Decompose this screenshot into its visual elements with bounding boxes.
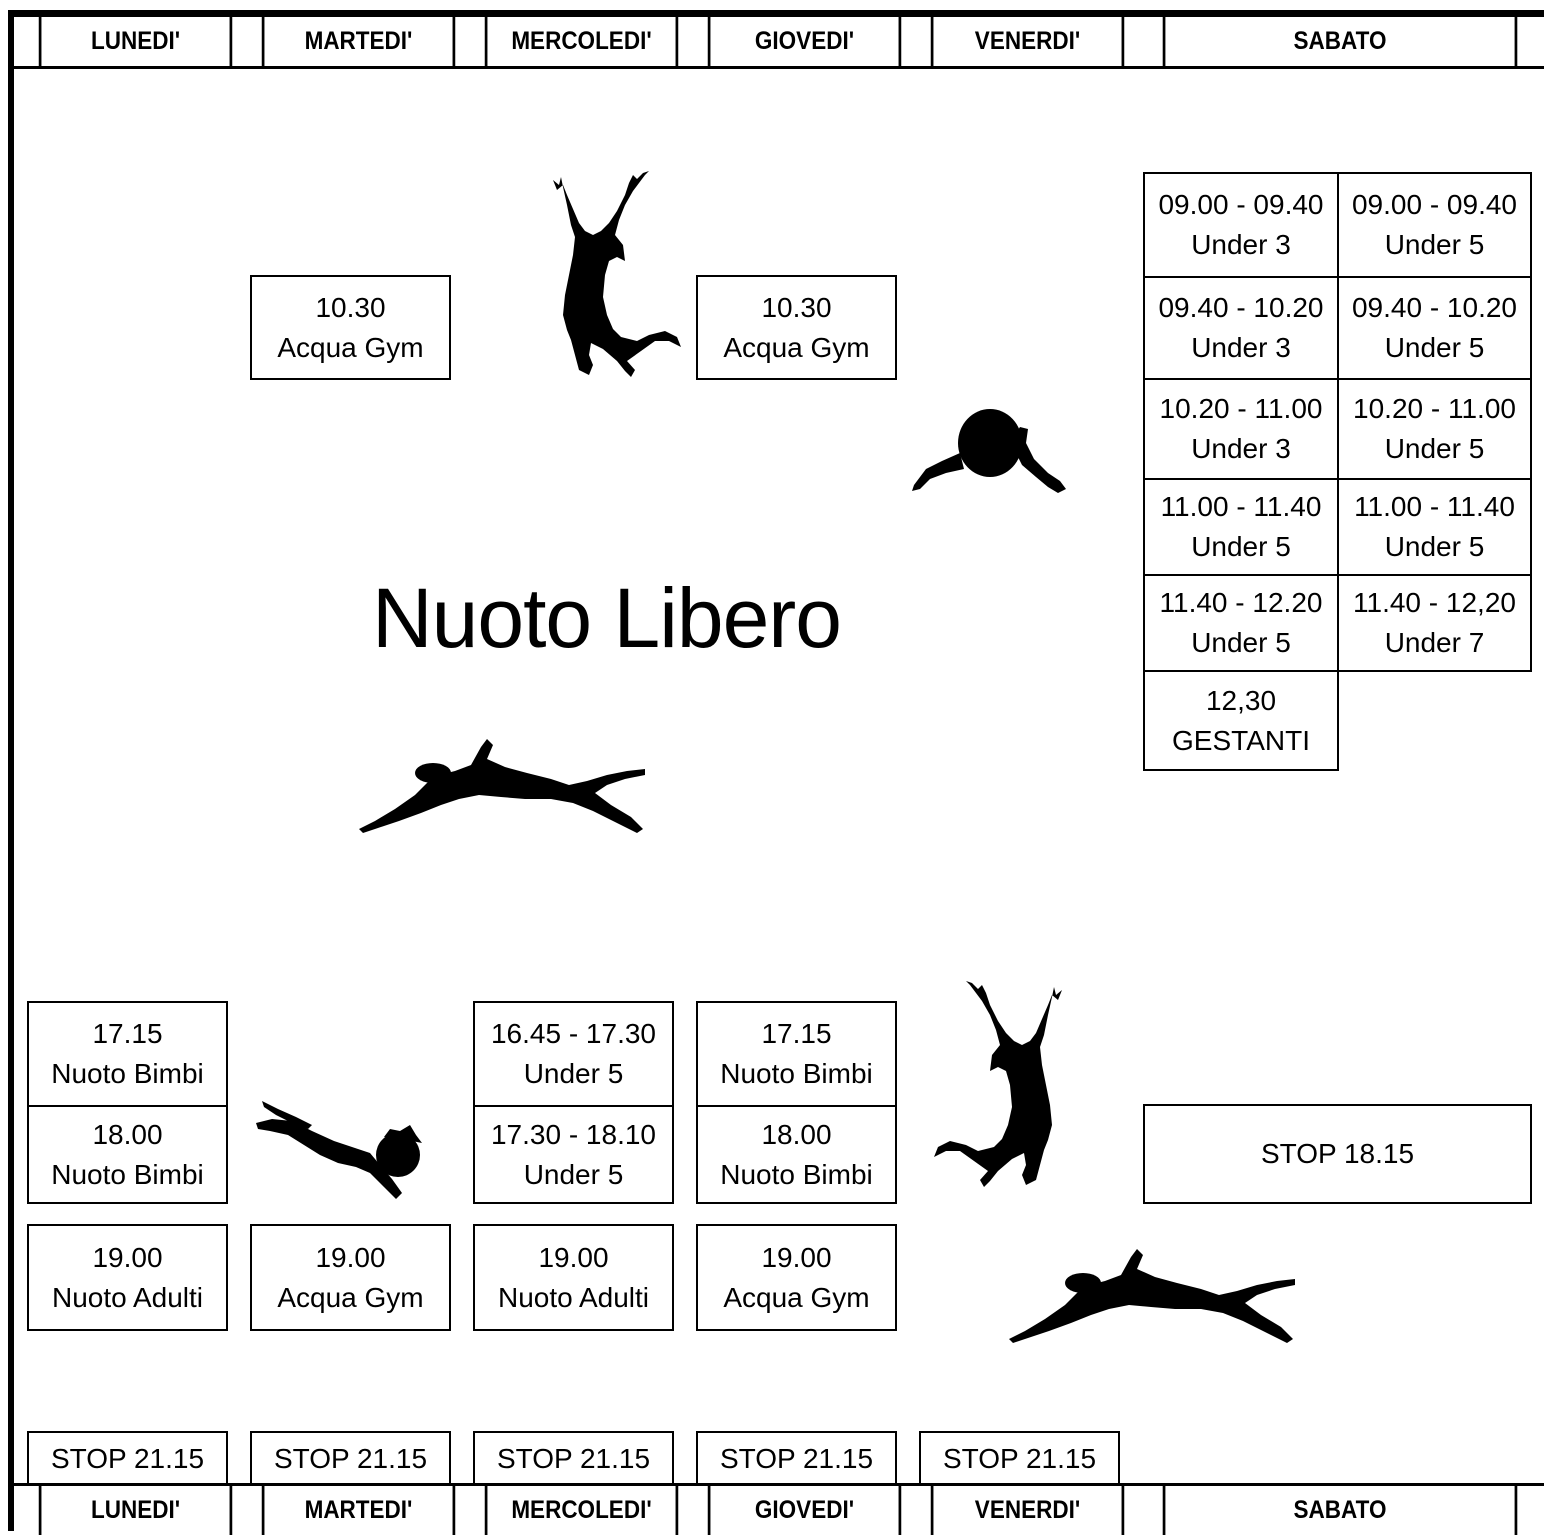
header-bottom: LUNEDI' MARTEDI' MERCOLEDI' GIOVEDI' VEN… (14, 1483, 1544, 1535)
header-day-martedi: MARTEDI' (261, 17, 456, 66)
giovedi-stop-box: STOP 21.15 (696, 1431, 897, 1486)
header-day-mercoledi: MERCOLEDI' (484, 17, 679, 66)
baby-swimmer-icon (912, 409, 1066, 493)
frame-left (8, 10, 14, 1531)
footer-day-lunedi: LUNEDI' (38, 1486, 233, 1535)
header-top: LUNEDI' MARTEDI' MERCOLEDI' GIOVEDI' VEN… (14, 14, 1544, 69)
header-day-venerdi: VENERDI' (930, 17, 1125, 66)
martedi-morning-box: 10.30 Acqua Gym (250, 275, 451, 380)
footer-day-venerdi: VENERDI' (930, 1486, 1125, 1535)
frame-top (8, 10, 1544, 14)
footer-day-martedi: MARTEDI' (261, 1486, 456, 1535)
footer-day-giovedi: GIOVEDI' (707, 1486, 902, 1535)
freestyle-swimmer-icon (359, 739, 645, 833)
lunedi-stop-box: STOP 21.15 (27, 1431, 228, 1486)
giovedi-morning-box: 10.30 Acqua Gym (696, 275, 897, 380)
header-day-sabato: SABATO (1162, 17, 1518, 66)
footer-day-sabato: SABATO (1162, 1486, 1518, 1535)
header-day-lunedi: LUNEDI' (38, 17, 233, 66)
footer-day-mercoledi: MERCOLEDI' (484, 1486, 679, 1535)
slot-time: 10.30 (761, 291, 832, 323)
slot-activity: Acqua Gym (723, 331, 870, 363)
mercoledi-stop-box: STOP 21.15 (473, 1431, 674, 1486)
jumping-girl-icon (934, 981, 1062, 1187)
venerdi-stop-box: STOP 21.15 (919, 1431, 1120, 1486)
martedi-stop-box: STOP 21.15 (250, 1431, 451, 1486)
slot-activity: Acqua Gym (277, 331, 424, 363)
header-day-giovedi: GIOVEDI' (707, 17, 902, 66)
slot-time: 10.30 (315, 291, 386, 323)
page-title: Nuoto Libero (372, 571, 842, 665)
freestyle-swimmer-icon (1009, 1249, 1295, 1343)
jumping-girl-icon (553, 171, 681, 377)
diving-child-icon (256, 1101, 422, 1199)
sabato-stop-box: STOP 18.15 (1143, 1104, 1532, 1204)
